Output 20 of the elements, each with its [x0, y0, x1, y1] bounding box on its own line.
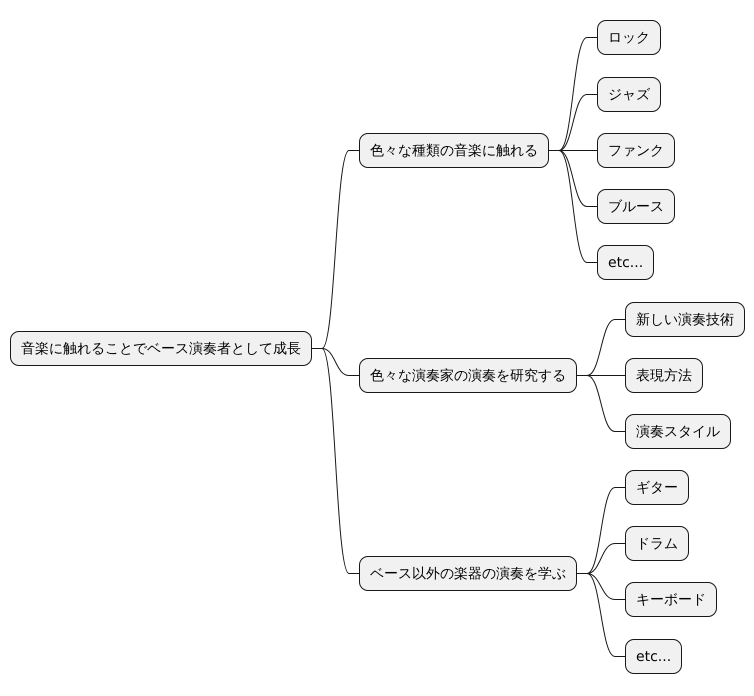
topic-box: ドラム [625, 526, 689, 561]
topic-box: 色々な種類の音楽に触れる [359, 133, 549, 168]
topic-box: ジャズ [597, 77, 661, 112]
topic-box: etc... [597, 245, 654, 280]
topic-box: ベース以外の楽器の演奏を学ぶ [359, 556, 577, 591]
topic-box: ギター [625, 470, 689, 505]
topic-box: 新しい演奏技術 [625, 302, 745, 337]
topic-box: 色々な演奏家の演奏を研究する [359, 358, 577, 393]
topic-box: ファンク [597, 133, 675, 168]
connector-line [548, 150, 598, 263]
topic-box: 表現方法 [625, 358, 703, 393]
topic-box: ブルース [597, 189, 675, 224]
topic-box: 演奏スタイル [625, 414, 731, 449]
topic-box: キーボード [625, 582, 717, 617]
topic-box: etc... [625, 639, 682, 674]
connector-line [312, 348, 360, 574]
connector-line [576, 375, 626, 432]
topic-box: 音楽に触れることでベース演奏者として成長 [10, 331, 312, 366]
topic-box: ロック [597, 20, 661, 55]
connector-line [576, 573, 626, 657]
